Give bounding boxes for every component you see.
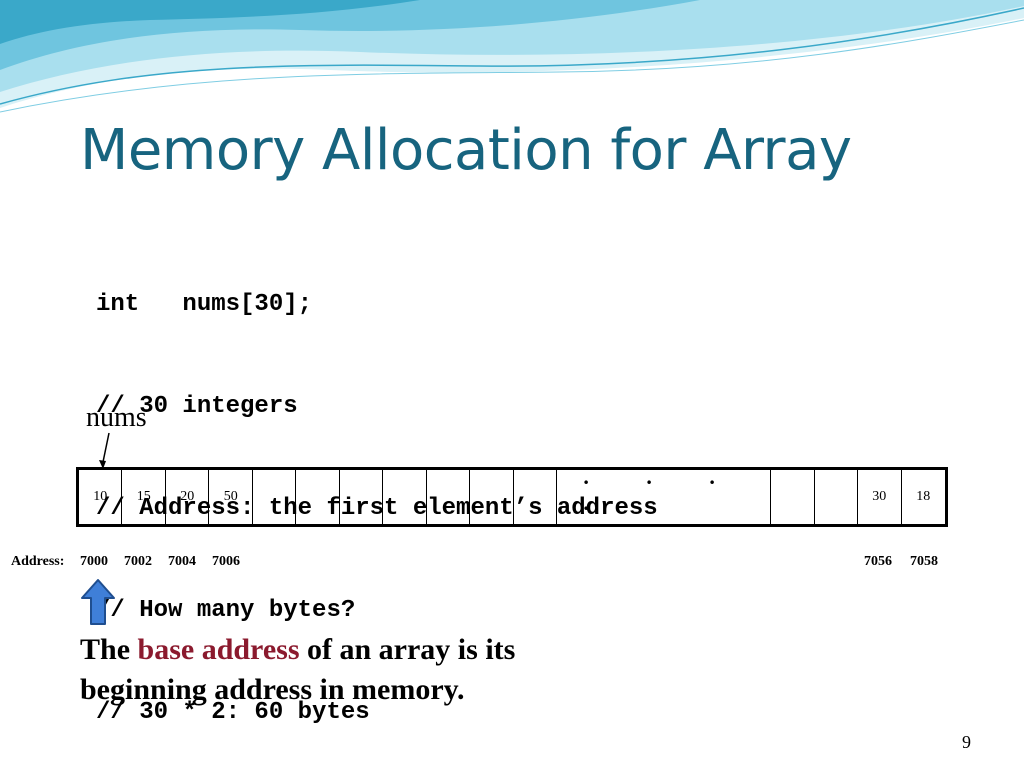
base-address-caption: The base address of an array is its begi…	[80, 630, 515, 710]
array-cell: 20	[166, 470, 210, 524]
page-number: 9	[962, 732, 971, 752]
code-block: int nums[30]; // 30 integers // Address:…	[96, 220, 658, 764]
array-cell: 18	[916, 489, 931, 504]
header-wave	[0, 0, 1024, 113]
array-ellipsis: . . . .	[557, 464, 772, 524]
address-value: 7006	[212, 554, 240, 569]
array-cell	[470, 470, 514, 524]
code-line: int nums[30];	[96, 291, 313, 318]
caption-highlight: base address	[137, 633, 300, 666]
array-cell	[427, 470, 471, 524]
address-value: 7056	[864, 554, 892, 569]
array-cell	[815, 470, 859, 524]
caption-line-2: beginning address in memory.	[80, 673, 465, 706]
pointer-arrow-icon	[99, 432, 110, 469]
array-name-label: nums	[86, 402, 147, 433]
array-cell	[514, 470, 558, 524]
up-arrow-icon	[81, 579, 115, 625]
array-cell	[253, 470, 297, 524]
address-value: 7004	[168, 554, 196, 569]
array-cell: 15	[122, 470, 166, 524]
code-line: // How many bytes?	[96, 597, 356, 624]
array-cell	[771, 470, 815, 524]
address-value: 7058	[910, 554, 938, 569]
array-cell: 30	[858, 470, 902, 524]
array-cell	[383, 470, 427, 524]
caption-line-1: The base address of an array is its	[80, 630, 515, 670]
memory-array: 10 15 20 50 . . . . 30 18	[76, 464, 948, 527]
array-cell: 10	[79, 470, 123, 524]
caption-text: of an array is its	[299, 633, 516, 666]
code-line: // Address: the first element’s address	[96, 495, 658, 522]
address-label: Address:	[11, 554, 65, 569]
array-cell	[296, 470, 340, 524]
array-cell	[340, 470, 384, 524]
code-line: // 30 * 2: 60 bytes	[96, 699, 370, 726]
code-line: // 30 integers	[96, 393, 298, 420]
slide-title: Memory Allocation for Array	[80, 118, 852, 183]
address-value: 7002	[124, 554, 152, 569]
caption-text: The	[80, 633, 138, 666]
array-cell: 50	[209, 470, 253, 524]
address-value: 7000	[80, 554, 108, 569]
